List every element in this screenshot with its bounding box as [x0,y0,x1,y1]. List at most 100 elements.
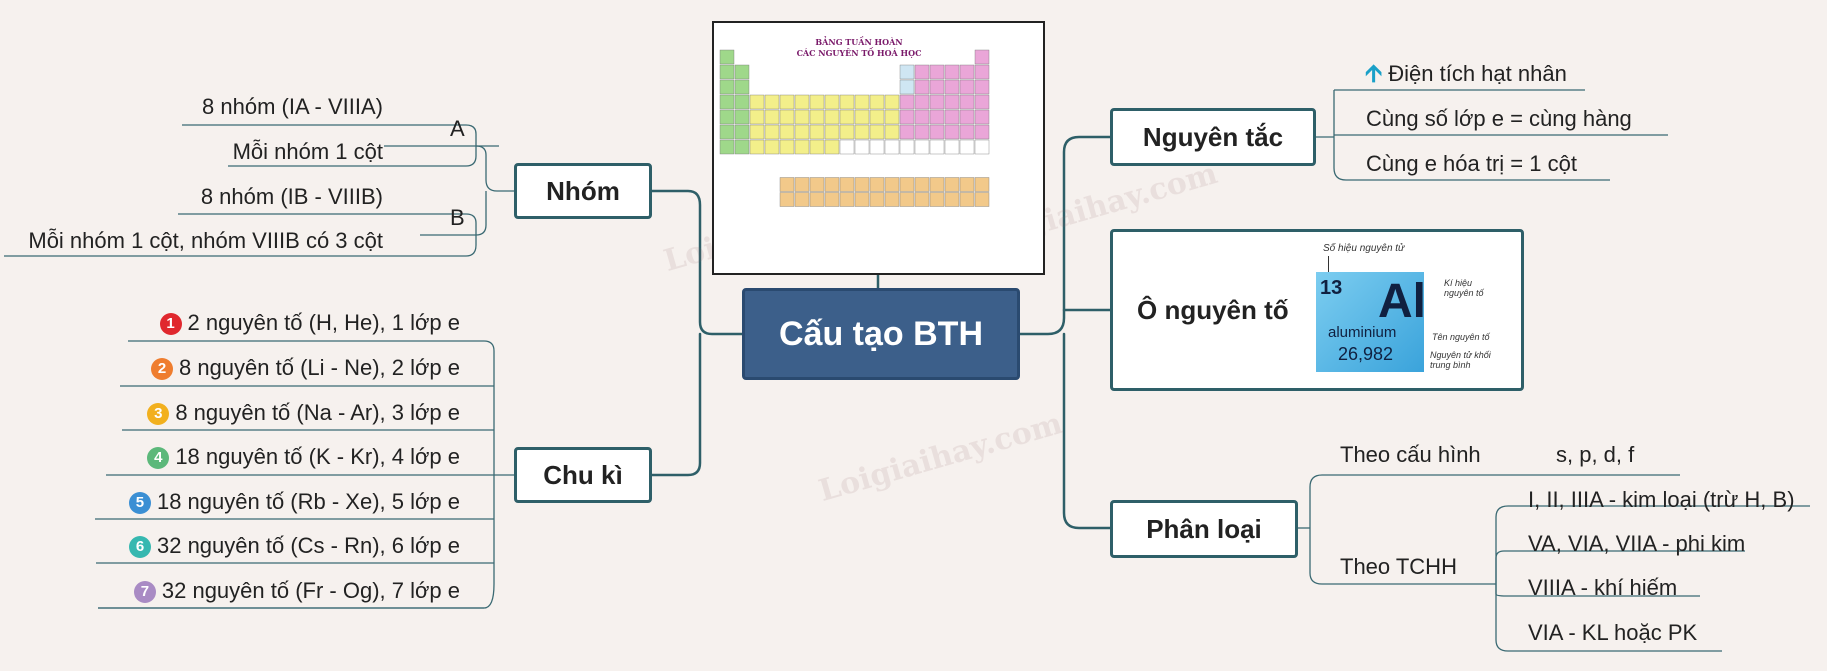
tchh-item: VIA - KL hoặc PK [1528,620,1698,645]
element-symbol: Al [1378,275,1426,328]
periodic-cell [899,79,915,95]
periodic-cell [914,177,930,192]
periodic-cell [914,64,930,80]
periodic-cell [749,109,765,125]
periodic-cell [779,94,795,110]
periodic-cell [929,177,945,192]
branch-phan-loai[interactable]: Phân loại [1110,500,1298,558]
periodic-cell [959,64,975,80]
periodic-cell [809,109,825,125]
atomic-mass: 26,982 [1338,344,1394,364]
periodic-cell [794,94,810,110]
periodic-cell [929,139,945,155]
periodic-cell [899,139,915,155]
periodic-cell [719,49,735,65]
periodic-cell [974,94,990,110]
periodic-cell [974,49,990,65]
periodic-cell [824,124,840,140]
tchh-item: I, II, IIIA - kim loại (trừ H, B) [1528,487,1795,512]
period-text: 32 nguyên tố (Fr - Og), 7 lớp e [161,578,460,603]
periodic-cell [959,79,975,95]
tchh-item: VIIIA - khí hiếm [1528,575,1678,600]
periodic-cell [809,192,825,207]
periodic-cell [929,64,945,80]
periodic-cell [884,177,900,192]
periodic-cell [974,177,990,192]
periodic-cell [719,79,735,95]
periodic-cell [974,139,990,155]
periodic-cell [809,94,825,110]
periodic-cell [764,139,780,155]
periodic-cell [839,177,855,192]
periodic-table-image: BẢNG TUẦN HOÀN CÁC NGUYÊN TỐ HOÁ HỌC [712,21,1045,275]
periodic-cell [884,192,900,207]
periodic-cell [734,139,750,155]
periodic-cell [719,109,735,125]
periodic-cell [854,177,870,192]
periodic-cell [899,94,915,110]
nhom-a-item: 8 nhóm (IA - VIIIA) [202,94,383,119]
periodic-cell [899,177,915,192]
periodic-cell [959,177,975,192]
period-number-badge: 7 [133,581,156,603]
caption-symbol: Kí hiệu nguyên tố [1444,278,1484,298]
periodic-cell [794,192,810,207]
group-b-label: B [450,205,465,230]
periodic-cell [854,139,870,155]
periodic-cell [974,124,990,140]
periodic-cell [869,124,885,140]
periodic-cell [944,64,960,80]
nhom-b-item: Mỗi nhóm 1 cột, nhóm VIIIB có 3 cột [28,228,383,253]
periodic-cell [914,79,930,95]
period-number-badge: 2 [150,358,173,380]
element-cell-illustration: Số hiệu nguyên tử 13 Al aluminium 26,982… [1316,242,1494,374]
periodic-cell [929,79,945,95]
periodic-cell [899,192,915,207]
periodic-cell [779,192,795,207]
periodic-cell [794,177,810,192]
periodic-cell [824,109,840,125]
periodic-cell [929,124,945,140]
periodic-cell [959,94,975,110]
periodic-cell [974,64,990,80]
period-text: 18 nguyên tố (Rb - Xe), 5 lớp e [156,489,460,514]
periodic-cell [764,94,780,110]
periodic-cell [869,109,885,125]
periodic-cell [794,124,810,140]
periodic-cell [899,124,915,140]
periodic-cell [854,94,870,110]
nguyen-tac-item: Cùng e hóa trị = 1 cột [1366,151,1577,176]
periodic-cell [824,139,840,155]
element-name: aluminium [1328,324,1397,341]
periodic-cell [854,192,870,207]
periodic-cell [734,64,750,80]
branch-nhom[interactable]: Nhóm [514,163,652,219]
periodic-cell [944,79,960,95]
nguyen-tac-item: 🡩Điện tích hạt nhân [1365,61,1567,87]
phan-loai-config-value: s, p, d, f [1556,442,1635,467]
periodic-cell [779,109,795,125]
periodic-cell [929,94,945,110]
arrow-up-icon: 🡩 [1365,60,1383,87]
branch-chu-ki[interactable]: Chu kì [514,447,652,503]
periodic-cell [959,192,975,207]
caption-atomic-number: Số hiệu nguyên tử [1323,243,1405,254]
periodic-cell [839,192,855,207]
periodic-cell [839,139,855,155]
central-topic[interactable]: Cấu tạo BTH [742,288,1020,380]
title-line-2: CÁC NGUYÊN TỐ HOÁ HỌC [796,48,922,58]
o-nguyen-to-label: Ô nguyên tố [1137,294,1289,325]
periodic-cell [839,124,855,140]
caption-pointer [1328,256,1329,280]
periodic-cell [734,109,750,125]
atomic-number: 13 [1320,277,1343,299]
periodic-cell [914,124,930,140]
branch-nguyen-tac[interactable]: Nguyên tắc [1110,108,1316,166]
periodic-cell [869,177,885,192]
period-text: 32 nguyên tố (Cs - Rn), 6 lớp e [156,533,460,558]
periodic-cell [794,139,810,155]
periodic-cell [824,192,840,207]
